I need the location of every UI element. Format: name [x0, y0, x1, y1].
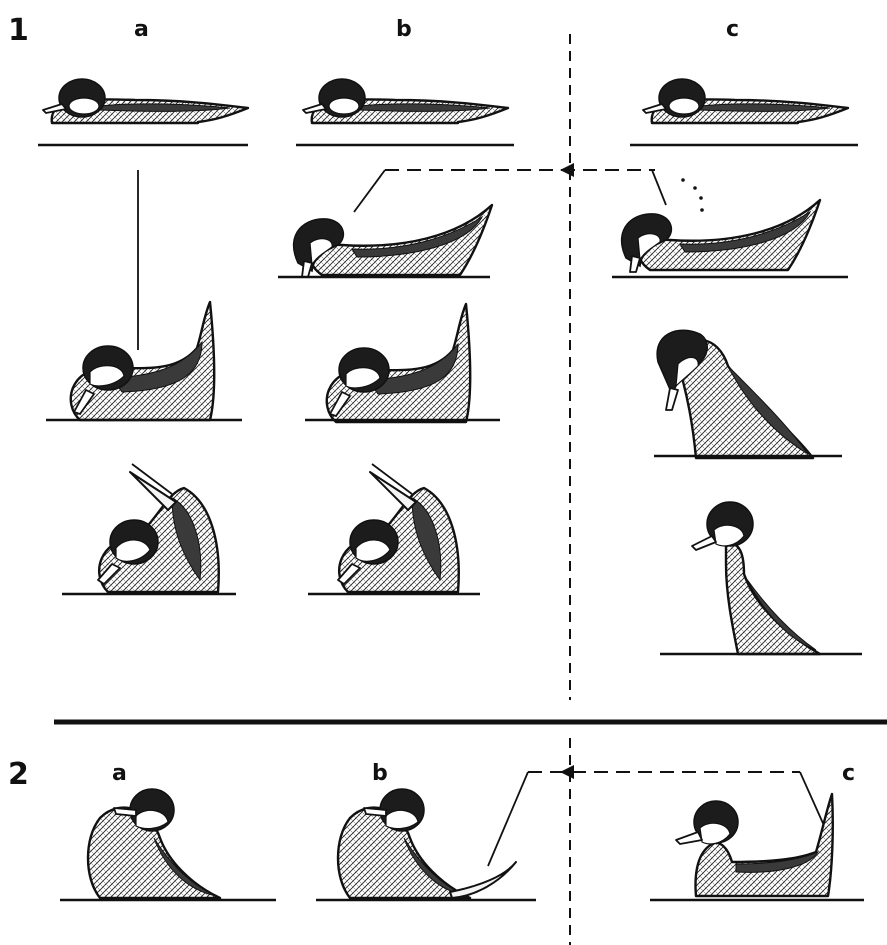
- pointer-line: [800, 772, 826, 830]
- duck-2a-hunch: [88, 789, 220, 898]
- duck-1a-crouch: [71, 302, 214, 420]
- pointer-line: [652, 170, 666, 205]
- duck-1b-tip: [294, 205, 492, 277]
- duck-2b-hunch: [338, 789, 470, 898]
- panel-1-column-c-label: c: [726, 17, 739, 42]
- panel-2-number: 2: [8, 757, 29, 792]
- panel-1-number: 1: [8, 13, 29, 48]
- duck-1c-tip: [622, 200, 820, 272]
- duck-1b-rest: [303, 79, 508, 123]
- duck-1a-rest: [43, 79, 248, 123]
- duck-1a-preen: [98, 464, 219, 592]
- panel-2-column-a-label: a: [112, 761, 127, 786]
- motion-dots: [681, 178, 704, 212]
- arrowhead-icon: [560, 765, 574, 779]
- duck-2c-sit: [676, 794, 833, 896]
- pointer-line: [488, 772, 528, 866]
- panel-1-column-a-label: a: [134, 17, 149, 42]
- panel-2-column-c-label: c: [842, 761, 855, 786]
- panel-2-column-b-label: b: [372, 761, 388, 786]
- duck-1b-crouch: [327, 304, 470, 422]
- duck-2b-tail: [450, 862, 516, 898]
- duck-1c-upright: [692, 502, 820, 654]
- duck-1c-neck-down: [657, 330, 813, 458]
- pointer-line: [354, 170, 385, 212]
- panel-1-column-b-label: b: [396, 17, 412, 42]
- duck-1b-preen: [338, 464, 459, 592]
- arrowhead-icon: [560, 163, 574, 177]
- duck-1c-rest: [643, 79, 848, 123]
